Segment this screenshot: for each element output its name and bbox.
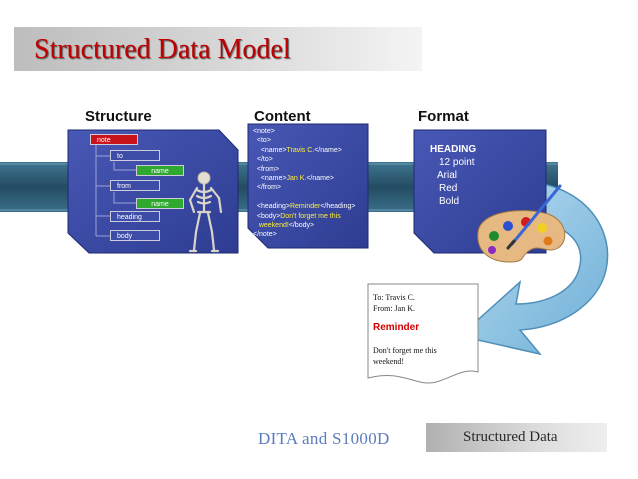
xml-tag: <note> [253,128,275,135]
xml-tag: <from> [253,165,280,173]
xml-line: <name>Jan K.</name> [253,174,355,183]
doc-body-line2: weekend! [373,357,405,366]
xml-tag: </to> [253,156,273,164]
xml-tag: <heading> [253,203,290,211]
xml-line: </note> [253,230,355,239]
xml-value: Travis C. [286,146,315,154]
doc-to: To: Travis C. [373,293,415,302]
content-panel [247,123,369,249]
doc-body-line1: Don't forget me this [373,346,437,355]
xml-line: </from> [253,183,355,192]
skeleton-icon [188,171,223,253]
doc-heading: Reminder [373,322,420,333]
xml-tag: </from> [253,184,282,192]
xml-tag: <name> [253,146,287,154]
xml-line: <body>Don't forget me this [253,212,355,221]
curved-arrow [458,180,609,356]
xml-tag: </heading> [320,203,356,211]
xml-tag: </name> [306,174,334,182]
tree-node-to: to [110,150,160,161]
format-header: Format [418,108,469,125]
tree-node-from: from [110,180,160,191]
page-title: Structured Data Model [34,34,291,65]
xml-tag: <name> [253,174,287,182]
xml-tag: </name> [314,146,342,154]
xml-line: <from> [253,165,355,174]
xml-value: weekend! [258,221,289,229]
footer-course-title: DITA and S1000D [258,429,390,448]
format-heading: HEADING [430,144,477,155]
xml-line: <to> [253,136,355,145]
xml-value: Reminder [289,203,321,211]
doc-from: From: Jan K. [373,304,415,313]
xml-line: </to> [253,155,355,164]
xml-tag: <body> [253,212,281,220]
xml-tag: <to> [253,137,271,145]
footer-section-box [426,423,607,452]
format-weight: Bold [439,196,460,207]
tree-node-note: note [90,134,138,145]
tree-node-body: body [110,230,160,241]
xml-line: <name>Travis C.</name> [253,146,355,155]
xml-content: <note> <to> <name>Travis C.</name> </to>… [253,127,355,240]
xml-tag: </note> [253,231,277,239]
document-page [367,283,479,384]
tree-node-heading: heading [110,211,160,222]
xml-line: <heading>Reminder</heading> [253,202,356,211]
format-color: Red [439,183,458,194]
xml-tag: </body> [288,221,315,229]
xml-line: <note> [253,127,355,136]
footer-section-title: Structured Data [463,429,558,445]
xml-value: Jan K. [286,174,307,182]
title-bar [14,27,422,71]
content-header: Content [254,108,311,125]
xml-line: weekend!</body> [253,221,355,230]
xml-line [253,193,355,202]
paint-palette-icon [477,184,566,263]
tree-node-name: name [136,165,184,176]
format-font: Arial [437,170,458,181]
tree-node-name: name [136,198,184,209]
xml-value: Don't forget me this [280,212,341,220]
structure-header: Structure [85,108,152,125]
format-size: 12 point [439,157,475,168]
